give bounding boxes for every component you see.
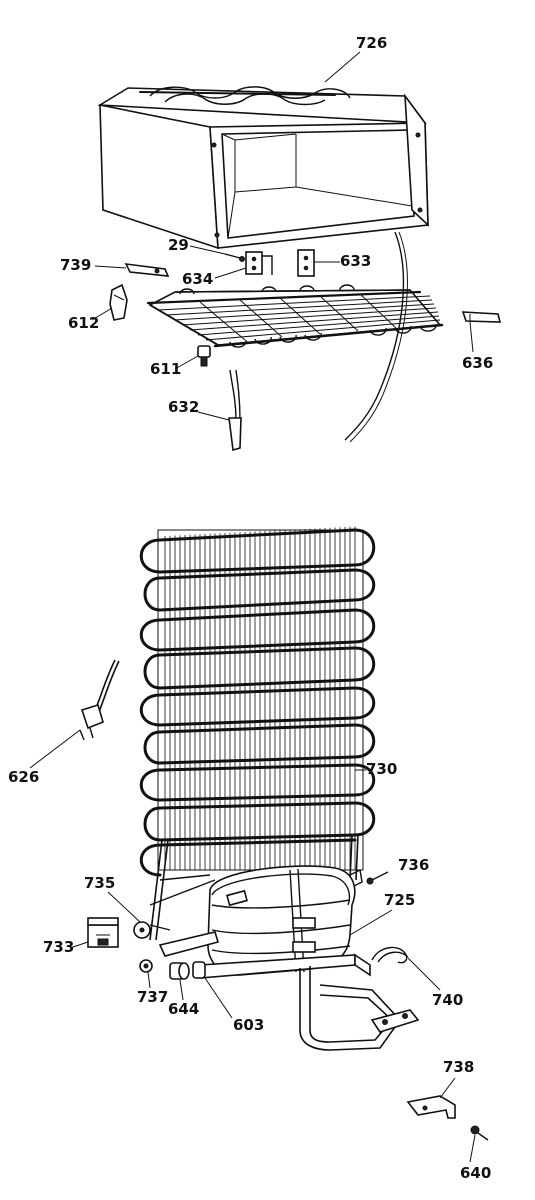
callout-726: 726 (356, 34, 387, 52)
relay-735 (133, 921, 171, 939)
relay-block-733 (87, 917, 119, 948)
part-611 (197, 345, 211, 367)
mount-737 (192, 961, 206, 979)
freezer-liner-726 (97, 86, 429, 250)
handle-636 (461, 311, 502, 323)
grommet-738 (139, 959, 153, 973)
compressor-725 (199, 865, 371, 979)
mount-640 (169, 962, 190, 980)
screw-736 (366, 871, 389, 885)
callout-636: 636 (462, 354, 493, 372)
callout-633: 633 (340, 252, 371, 270)
callout-632: 632 (168, 398, 199, 416)
screw-29 (224, 253, 245, 262)
callout-738: 737 (137, 988, 168, 1006)
callout-640: 644 (168, 1000, 199, 1018)
suction-tube (299, 966, 420, 1051)
callout-739: 739 (60, 256, 91, 274)
callout-740: 740 (432, 991, 463, 1009)
callout-612: 612 (68, 314, 99, 332)
callout-603: 640 (460, 1164, 491, 1182)
callout-737: 603 (233, 1016, 264, 1034)
bracket-633 (297, 249, 315, 277)
callout-736: 736 (398, 856, 429, 874)
clip-739 (124, 263, 170, 277)
callout-725: 725 (384, 891, 415, 909)
sensor-632 (228, 369, 242, 452)
mount-bracket (158, 931, 220, 957)
callout-611: 611 (150, 360, 181, 378)
evaporator-shelf (146, 284, 444, 348)
control-612 (109, 283, 128, 321)
callout-626: 626 (8, 768, 39, 786)
capillary-tube (344, 231, 405, 441)
bracket-634 (245, 251, 273, 275)
callout-29: 29 (168, 236, 189, 254)
service-cord-626 (79, 659, 120, 741)
callout-644: 738 (443, 1058, 474, 1076)
bracket-644 (406, 1095, 456, 1119)
screw-603 (470, 1125, 489, 1141)
hook-740 (371, 946, 409, 964)
callout-730: 730 (366, 760, 397, 778)
callout-733: 733 (43, 938, 74, 956)
callout-634: 634 (182, 270, 213, 288)
callout-735: 735 (84, 874, 115, 892)
